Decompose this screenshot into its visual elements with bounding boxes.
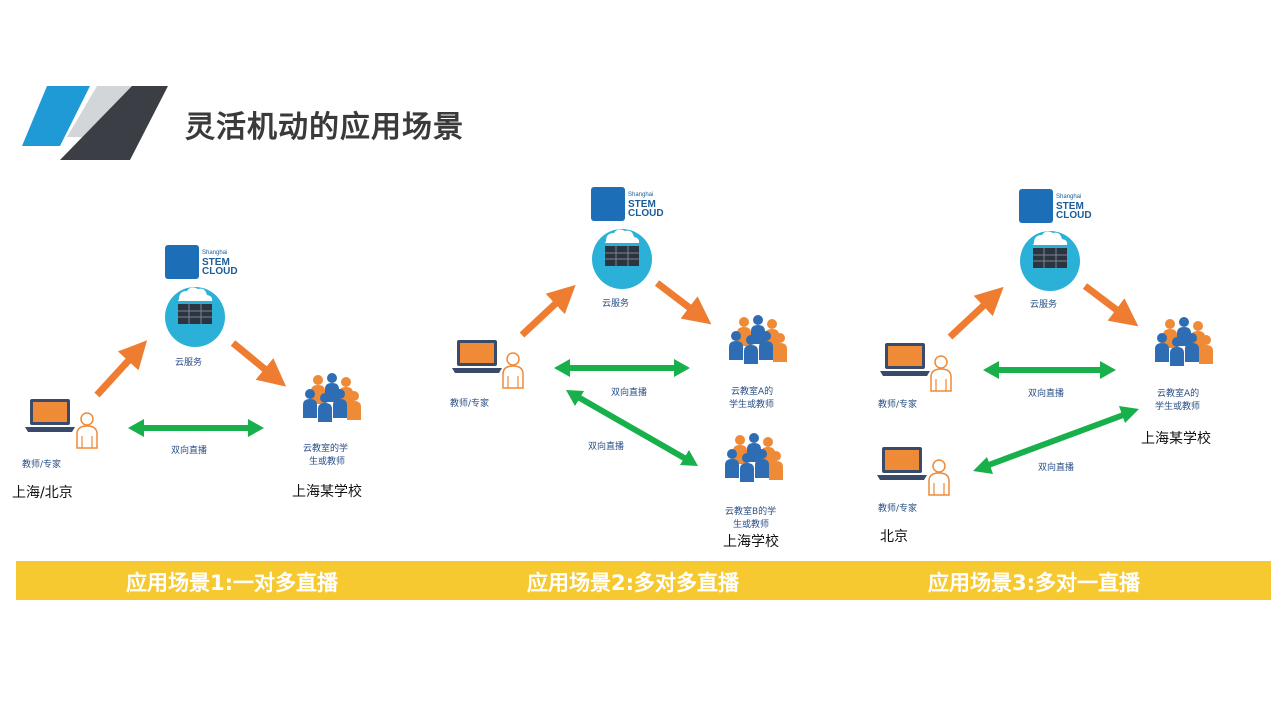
- scenario2-live-arrow-2: [566, 390, 584, 406]
- scenario2-live-arrow-1: [554, 359, 570, 377]
- scenario3-live-arrow-2: [973, 457, 993, 474]
- scenario3-live-label-2: 双向直播: [1038, 463, 1075, 473]
- scenario2-graphics: [452, 228, 787, 482]
- logo-small-text: Shanghai: [202, 250, 228, 256]
- scenario3-classA-label-1: 云教室A的: [1157, 389, 1200, 399]
- scenario-band: [16, 561, 1271, 600]
- scenario2-cloud-label: 云服务: [602, 299, 630, 309]
- scenario1-cloud-label: 云服务: [175, 358, 203, 368]
- scenario2-server-icon: [604, 228, 640, 267]
- scenario2-live-label-1: 双向直播: [611, 388, 648, 398]
- scenario1-arrow-down: [230, 340, 287, 387]
- scenario2-title: 应用场景2:多对多直播: [527, 571, 740, 595]
- scenario3-live-arrow-1: [983, 361, 999, 379]
- scenario2-live-label-2: 双向直播: [588, 442, 625, 452]
- logo-line2: CLOUD: [628, 208, 664, 219]
- scenario3-title: 应用场景3:多对一直播: [928, 571, 1141, 595]
- scenario3-crowdA-icon: [1155, 317, 1213, 366]
- scenario3-teacher-icon-2: [928, 459, 950, 496]
- scenario3-laptop-icon-1: [880, 343, 930, 376]
- logo-icon: [591, 187, 625, 221]
- scenario3-classA-label-2: 学生或教师: [1155, 402, 1201, 412]
- scenario1-place-left: 上海/北京: [12, 485, 73, 501]
- scenario1-place-right: 上海某学校: [292, 484, 362, 500]
- logo-small-text: Shanghai: [1056, 194, 1082, 200]
- scenario1-teacher-label: 教师/专家: [22, 460, 62, 470]
- scenario3-laptop-icon-2: [877, 447, 927, 480]
- scenario3-teacher-label-2: 教师/专家: [878, 504, 918, 514]
- logo-icon: [1019, 189, 1053, 223]
- scenario2-crowdB-icon: [725, 433, 783, 482]
- scenario1-live-arrow: [128, 419, 144, 437]
- scenario1-teacher-icon: [76, 412, 98, 449]
- scenario2-arrow-down: [654, 280, 712, 325]
- scenario3-place-school: 上海某学校: [1141, 431, 1211, 447]
- logo-icon: [165, 245, 199, 279]
- scenario2-classB-label-1: 云教室B的学: [725, 507, 777, 517]
- scenario1-crowd-icon: [303, 373, 361, 422]
- scenario3-graphics: [877, 230, 1213, 496]
- scenario3-server-icon: [1032, 230, 1068, 269]
- scenario2-laptop-icon: [452, 340, 502, 373]
- scenario3-teacher-label-1: 教师/专家: [878, 400, 918, 410]
- scenario1-class-label-1: 云教室的学: [303, 444, 349, 454]
- scenario1-title: 应用场景1:一对多直播: [126, 571, 339, 595]
- logo-line2: CLOUD: [202, 266, 238, 277]
- logo-line1: STEM: [1056, 201, 1084, 212]
- scenario2-teacher-icon: [502, 352, 524, 389]
- scenario3-cloud-label: 云服务: [1030, 300, 1058, 310]
- scenario2-classA-label-1: 云教室A的: [731, 387, 774, 397]
- scenario3-live-label-1: 双向直播: [1028, 389, 1065, 399]
- scenario2-crowdA-icon: [729, 315, 787, 364]
- scenario2-teacher-label: 教师/专家: [450, 399, 490, 409]
- scenario1-server-icon: [177, 286, 213, 325]
- scenario3-place-beijing: 北京: [880, 529, 908, 545]
- scenario1-laptop-icon: [25, 399, 75, 432]
- scenario1-arrow-up: [94, 340, 148, 398]
- scenario2-classA-label-2: 学生或教师: [729, 400, 775, 410]
- scenario2-classB-label-2: 生或教师: [733, 520, 770, 530]
- scenario3-arrow-down: [1082, 283, 1139, 327]
- scenario3-teacher-icon-1: [930, 355, 952, 392]
- header-decoration: [22, 86, 168, 160]
- logo-line1: STEM: [628, 199, 656, 210]
- scenario1-class-label-2: 生或教师: [309, 457, 346, 467]
- scenario1-graphics: [25, 286, 361, 449]
- logo-line1: STEM: [202, 257, 230, 268]
- scenario3-arrow-up: [947, 286, 1004, 340]
- page-title: 灵活机动的应用场景: [185, 110, 464, 145]
- scenario2-arrow-up: [519, 284, 576, 338]
- logo-small-text: Shanghai: [628, 192, 654, 198]
- logo-line2: CLOUD: [1056, 210, 1092, 221]
- scenario2-place-school: 上海学校: [723, 534, 779, 550]
- scenario1-live-label: 双向直播: [171, 446, 208, 456]
